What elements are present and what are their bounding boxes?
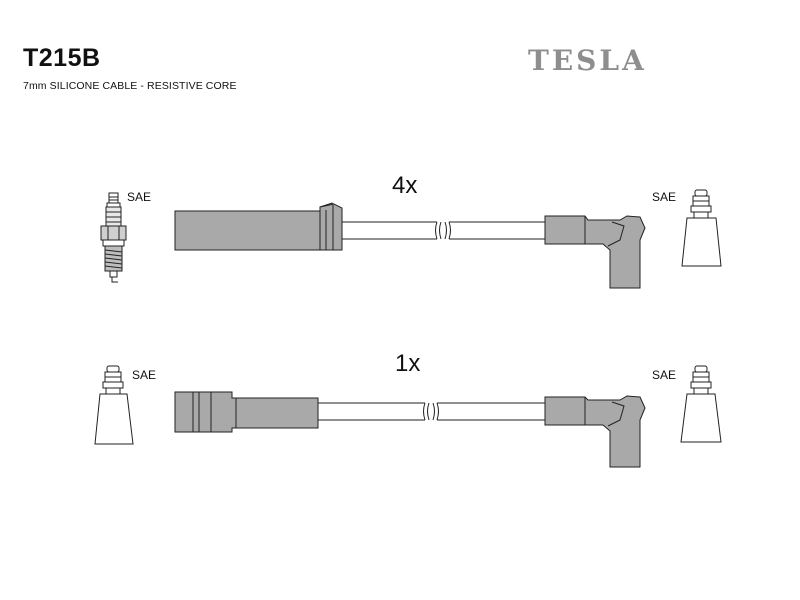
right-boot-angled [544,395,646,468]
cable-2-wire [318,402,545,421]
cable-1-quantity: 4x [392,172,418,199]
cable-2-left-label: SAE [132,368,157,382]
distributor-terminal-icon [681,189,722,267]
brand-logo: TESLA [528,44,647,77]
cable-2-right-label: SAE [652,368,677,382]
part-number: T215B [23,44,101,72]
cable-2-quantity: 1x [395,350,421,377]
spark-plug-icon [100,192,127,283]
cable-1 [100,189,722,289]
cable-1-wire [342,221,545,240]
cable-1-right-label: SAE [652,190,677,204]
distributor-terminal-icon [94,365,134,445]
cable-description: 7mm SILICONE CABLE - RESISTIVE CORE [23,80,237,92]
cable-2 [94,365,722,468]
distributor-terminal-icon [680,365,722,443]
cable-1-left-label: SAE [127,190,152,204]
right-boot-angled [544,215,646,289]
left-boot-stepped [174,391,319,433]
